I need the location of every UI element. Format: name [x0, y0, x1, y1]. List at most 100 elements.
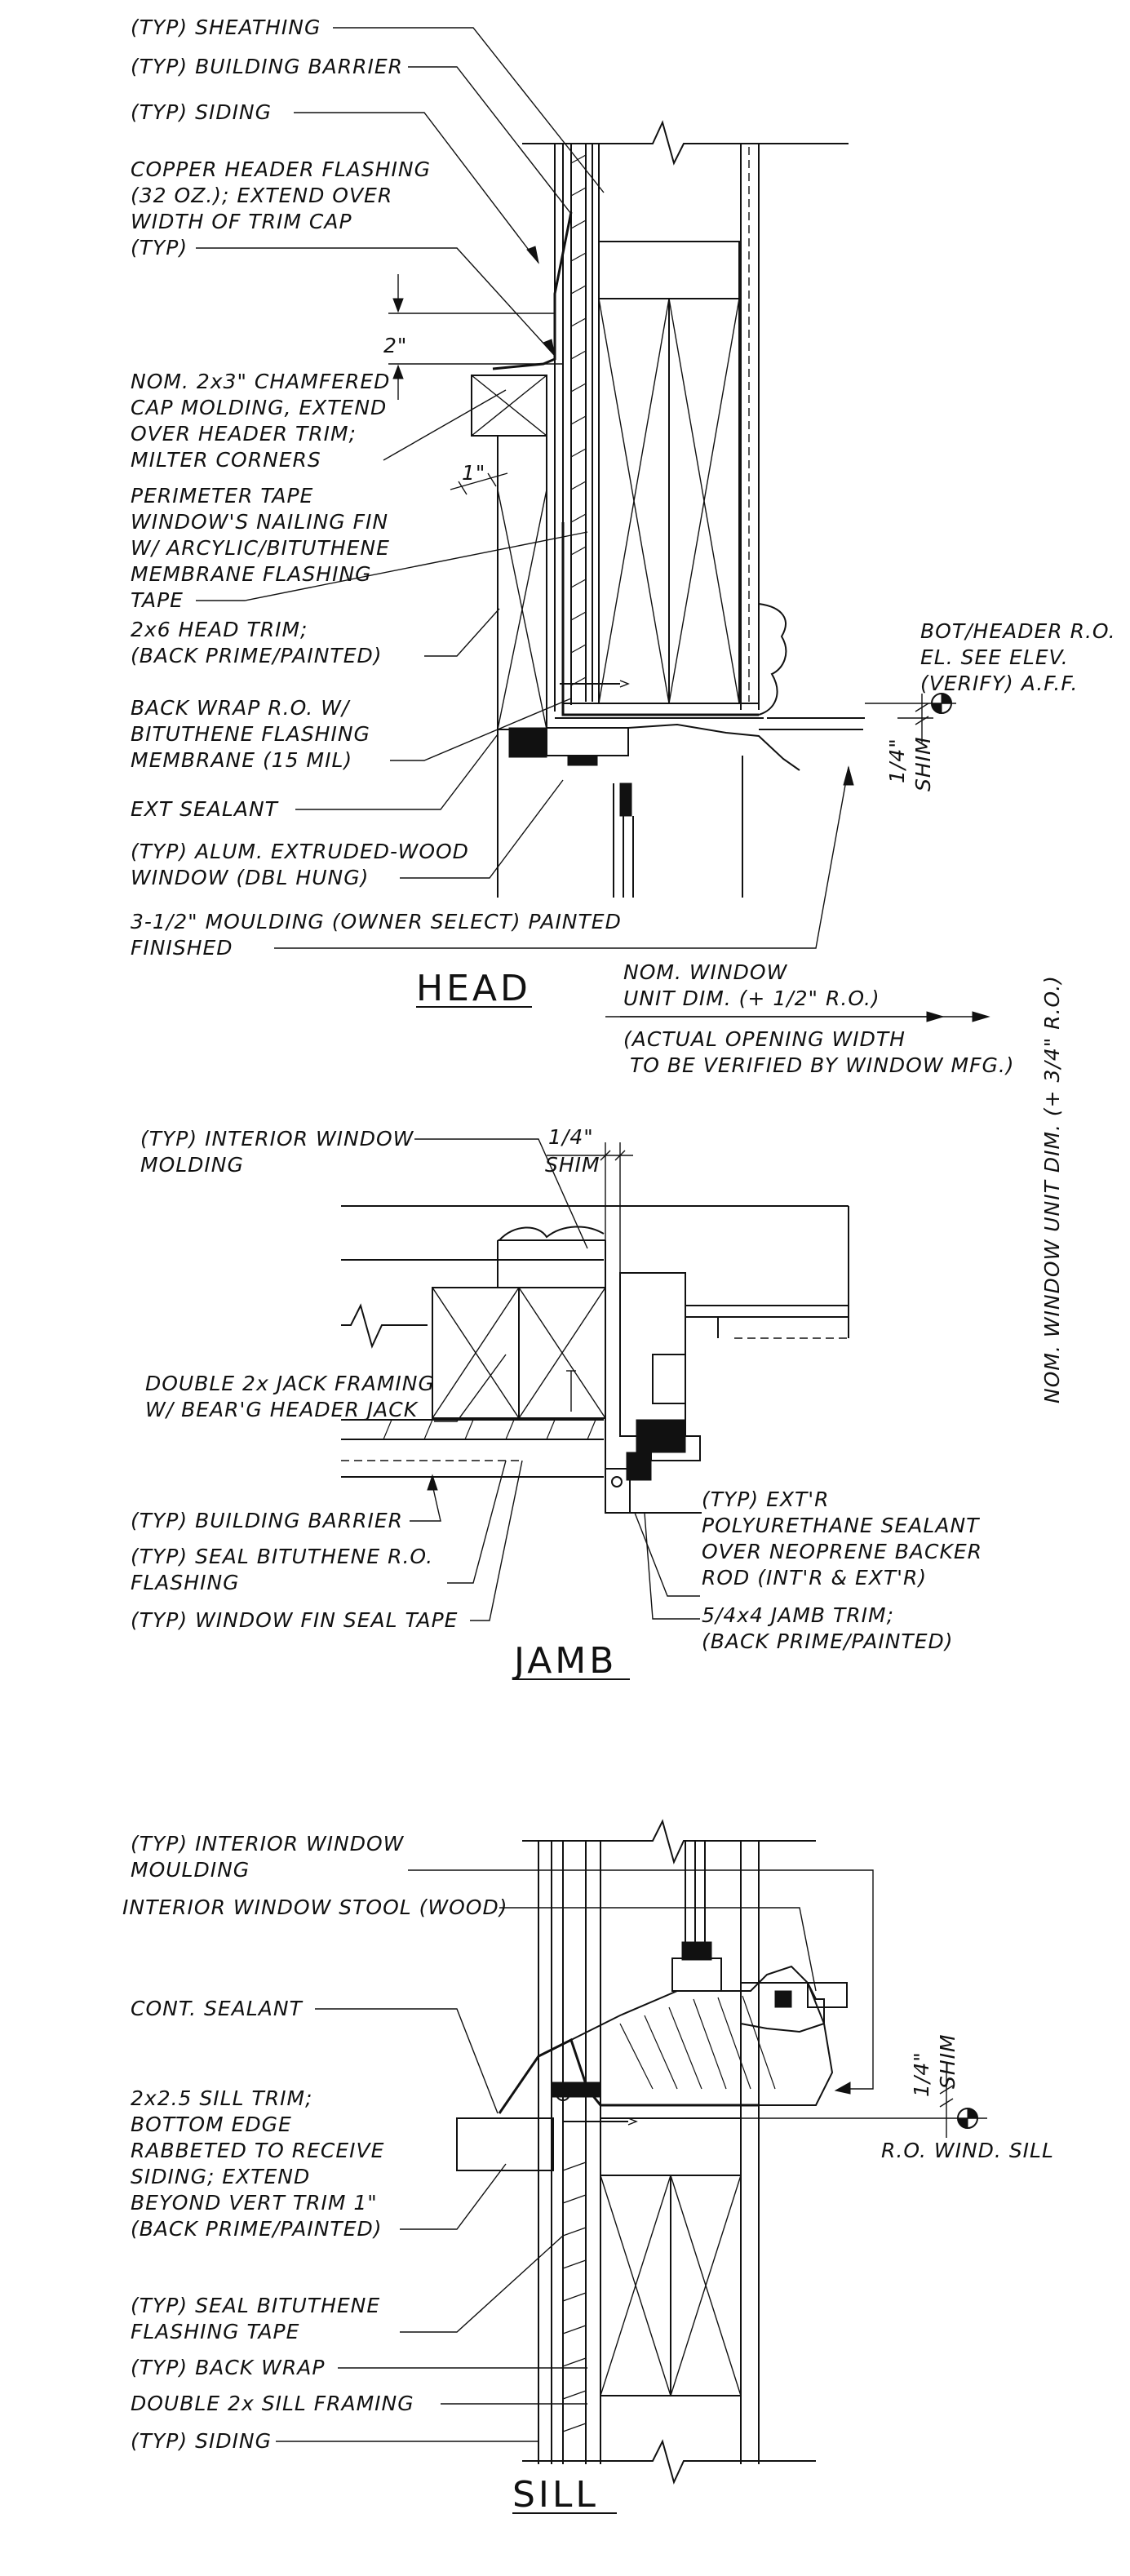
head-label-cap-molding-3: OVER HEADER TRIM;	[131, 422, 357, 446]
head-labels: (TYP) SHEATHING (TYP) BUILDING BARRIER (…	[131, 16, 621, 960]
head-trim	[471, 211, 764, 730]
sill-label-stool: INTERIOR WINDOW STOOL (WOOD)	[122, 1895, 507, 1919]
head-label-head-trim-1: 2x6 HEAD TRIM;	[131, 618, 308, 641]
sill-label-seal-bituthene-2: FLASHING TAPE	[131, 2320, 299, 2343]
head-sheathing-hatch	[570, 154, 587, 686]
back-wrap	[561, 522, 759, 716]
head-trim-board	[497, 435, 547, 730]
leader-siding	[294, 112, 539, 264]
leader-moulding	[274, 766, 849, 949]
head-label-cap-molding-1: NOM. 2x3" CHAMFERED	[131, 370, 390, 393]
head-label-ext-sealant: EXT SEALANT	[131, 797, 279, 821]
head-label-sheathing: (TYP) SHEATHING	[131, 16, 321, 39]
sill-label-sill-trim-6: (BACK PRIME/PAINTED)	[131, 2217, 383, 2241]
copper-flashing	[492, 211, 573, 370]
head-label-perimeter-tape-1: PERIMETER TAPE	[131, 484, 313, 508]
sill-label-siding: (TYP) SIDING	[131, 2429, 272, 2453]
sill-title: SILL	[512, 2474, 599, 2516]
leader-ext-sealant	[295, 734, 499, 810]
jamb-actual-opening-1: (ACTUAL OPENING WIDTH	[623, 1027, 906, 1051]
head-window-frame	[497, 603, 865, 898]
sill-label-back-wrap: (TYP) BACK WRAP	[131, 2356, 325, 2379]
sill-ref-label: R.O. WIND. SILL	[881, 2139, 1054, 2162]
sill-label-sill-trim-4: SIDING; EXTEND	[131, 2165, 310, 2188]
sill-label-sill-trim-3: RABBETED TO RECEIVE	[131, 2139, 384, 2162]
sill-trim	[456, 1965, 834, 2171]
jamb-shim: 1/4" SHIM	[545, 1125, 633, 1297]
sill-window-unit	[671, 1841, 848, 2033]
head-dim-2in-label: 2"	[383, 334, 407, 357]
sill-label-sill-trim-2: BOTTOM EDGE	[131, 2113, 292, 2136]
jamb-label-seal-bituthene-1: (TYP) SEAL BITUTHENE R.O.	[131, 1545, 433, 1568]
jamb-vertical-dim: NOM. WINDOW UNIT DIM. (+ 3/4" R.O.)	[1040, 975, 1064, 1403]
sill-ref: R.O. WIND. SILL 1/4" SHIM	[685, 2033, 1054, 2162]
head-label-perimeter-tape-5: TAPE	[131, 588, 184, 612]
head-dim-1in: 1"	[450, 461, 508, 495]
head-label-copper-flashing-3: WIDTH OF TRIM CAP	[131, 210, 352, 233]
jamb-label-building-barrier: (TYP) BUILDING BARRIER	[131, 1509, 403, 1532]
head-wall	[522, 120, 849, 712]
jamb-wall	[341, 1205, 849, 1513]
head-leaders	[196, 27, 854, 949]
leader-barrier	[408, 66, 572, 215]
jamb-labels: (TYP) INTERIOR WINDOW MOLDING DOUBLE 2x …	[131, 1127, 982, 1653]
sill-label-sill-trim-5: BEYOND VERT TRIM 1"	[131, 2191, 378, 2215]
sill-label-interior-moulding-1: (TYP) INTERIOR WINDOW	[131, 1832, 405, 1856]
jamb-label-ext-sealant-4: ROD (INT'R & EXT'R)	[702, 1566, 927, 1589]
head-label-copper-flashing-4: (TYP)	[131, 236, 188, 259]
jamb-label-ext-sealant-2: POLYURETHANE SEALANT	[702, 1514, 980, 1537]
head-label-back-wrap-2: BITUTHENE FLASHING	[131, 722, 370, 746]
head-label-copper-flashing-1: COPPER HEADER FLASHING	[131, 157, 431, 181]
head-label-perimeter-tape-2: WINDOW'S NAILING FIN	[131, 510, 388, 534]
jamb-nom-window-2: UNIT DIM. (+ 1/2" R.O.)	[623, 987, 880, 1010]
sill-trim-board	[456, 2117, 554, 2171]
head-dim-1in-label: 1"	[462, 461, 485, 485]
head-title: HEAD	[416, 968, 531, 1009]
leader-copper	[196, 247, 556, 357]
sill-label-interior-moulding-2: MOULDING	[131, 1858, 250, 1882]
jamb-label-interior-molding-2: MOLDING	[140, 1153, 244, 1177]
leader-perimeter	[196, 531, 588, 601]
sill-labels: (TYP) INTERIOR WINDOW MOULDING INTERIOR …	[122, 1832, 507, 2453]
head-label-window-1: (TYP) ALUM. EXTRUDED-WOOD	[131, 840, 469, 863]
sill-sheathing-hatch	[562, 2161, 587, 2432]
leader-cap-molding	[383, 389, 507, 461]
sill-label-sill-framing: DOUBLE 2x SILL FRAMING	[131, 2392, 414, 2415]
head-label-window-2: WINDOW (DBL HUNG)	[131, 866, 369, 889]
head-shim-size: 1/4"	[885, 738, 909, 783]
jamb-label-jack-framing-1: DOUBLE 2x JACK FRAMING	[145, 1372, 435, 1395]
head-label-copper-flashing-2: (32 OZ.); EXTEND OVER	[131, 184, 392, 207]
head-shim-label: SHIM	[911, 736, 935, 791]
jamb-label-jamb-trim-2: (BACK PRIME/PAINTED)	[702, 1629, 954, 1653]
jamb-shim-label: SHIM	[545, 1153, 600, 1177]
jamb-label-fin-tape: (TYP) WINDOW FIN SEAL TAPE	[131, 1608, 458, 1632]
jamb-detail: NOM. WINDOW UNIT DIM. (+ 1/2" R.O.) (ACT…	[131, 960, 1064, 1682]
head-ref-bot-header-1: BOT/HEADER R.O.	[920, 619, 1116, 643]
head-label-head-trim-2: (BACK PRIME/PAINTED)	[131, 644, 383, 667]
head-ref-bot-header-2: EL. SEE ELEV.	[920, 645, 1069, 669]
leader-arrow-moulding	[843, 765, 854, 786]
jamb-leaders	[410, 1138, 700, 1621]
head-dim-2in: 2"	[383, 274, 563, 400]
leader-back-wrap	[390, 698, 572, 761]
head-label-siding: (TYP) SIDING	[131, 100, 272, 124]
jamb-actual-opening-2: TO BE VERIFIED BY WINDOW MFG.)	[630, 1053, 1015, 1077]
sill-shim-size: 1/4"	[910, 2051, 933, 2097]
jamb-nom-window-1: NOM. WINDOW	[623, 960, 788, 984]
sill-label-cont-sealant: CONT. SEALANT	[131, 1997, 304, 2020]
head-label-moulding-2: FINISHED	[131, 936, 233, 960]
sill-label-sill-trim-1: 2x2.5 SILL TRIM;	[131, 2086, 312, 2110]
sill-wall	[522, 1819, 816, 2485]
jamb-shim-size: 1/4"	[548, 1125, 594, 1149]
leader-window	[400, 779, 564, 879]
head-detail: (TYP) SHEATHING (TYP) BUILDING BARRIER (…	[131, 16, 1116, 1009]
head-shim: 1/4" SHIM	[885, 694, 935, 791]
jamb-sheathing-hatch	[383, 1419, 596, 1440]
leader-arrow-siding	[526, 246, 539, 264]
sill-shim-label: SHIM	[936, 2033, 959, 2089]
head-label-perimeter-tape-3: W/ ARCYLIC/BITUTHENE	[131, 536, 390, 560]
jamb-label-ext-sealant-3: OVER NEOPRENE BACKER	[702, 1540, 982, 1563]
head-ref-bot-header-3: (VERIFY) A.F.F.	[920, 672, 1078, 695]
head-label-back-wrap-1: BACK WRAP R.O. W/	[131, 696, 351, 720]
